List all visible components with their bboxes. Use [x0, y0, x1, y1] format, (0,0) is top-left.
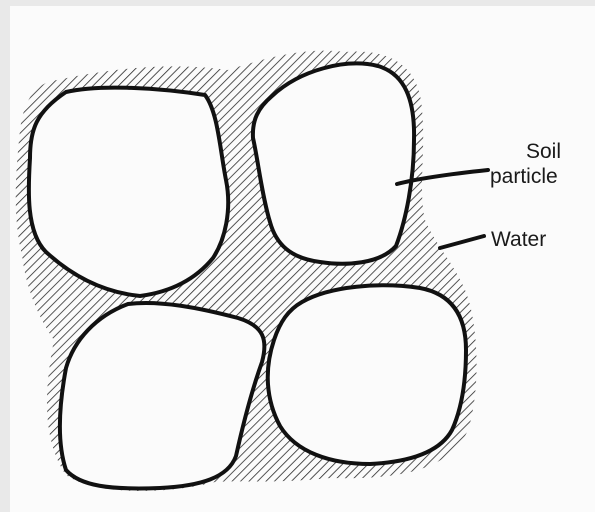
soil-particle-1 — [29, 88, 228, 296]
water-label: Water — [491, 229, 546, 250]
soil-particle-2 — [253, 64, 414, 264]
soil-particle-4 — [268, 285, 466, 464]
soil-particle-label-line1: Soil — [526, 141, 561, 162]
water-leader-line — [440, 236, 484, 248]
soil-particle-3 — [60, 303, 265, 489]
soil-particle-label-line2: particle — [490, 166, 558, 187]
